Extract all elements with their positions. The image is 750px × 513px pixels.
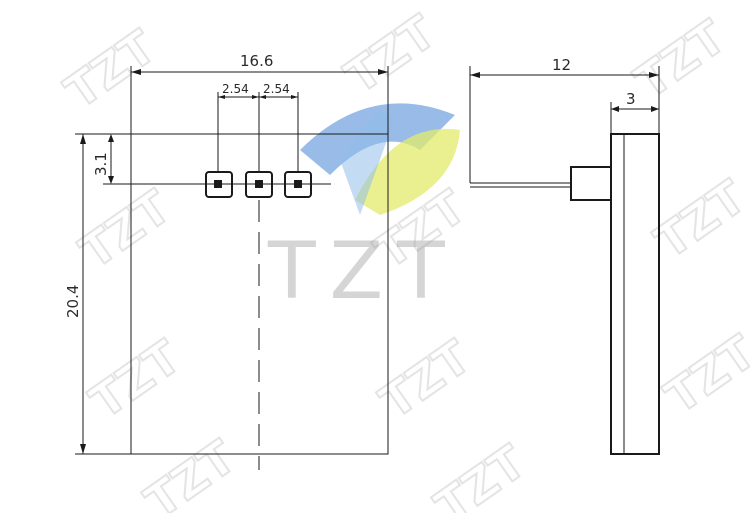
arrow-head [378, 69, 388, 75]
pin-3 [294, 180, 302, 188]
watermark-text: TZT [80, 329, 190, 429]
watermark-text: TZT [625, 9, 735, 109]
arrow-head [611, 106, 619, 112]
pin-pitch-label-1: 2.54 [222, 82, 249, 96]
logo-light-blue-swoosh [340, 110, 395, 215]
width-dimension-label: 16.6 [240, 52, 273, 70]
front-view: 16.6 2.54 2.54 3.1 [64, 52, 389, 470]
length-dimension-label: 12 [552, 56, 571, 74]
pin-pad-1 [205, 171, 233, 198]
arrow-head [291, 95, 298, 99]
pin-pad-2 [245, 171, 273, 198]
logo-text: TZT [267, 227, 459, 317]
arrow-head [80, 134, 86, 144]
logo-yellow-swoosh [355, 128, 460, 215]
side-pin-housing [570, 166, 612, 201]
pin-pitch-label-2: 2.54 [263, 82, 290, 96]
watermark-text: TZT [370, 329, 480, 429]
pin-header [205, 171, 312, 198]
side-body-outline [610, 133, 660, 455]
brand-logo: TZT [267, 103, 460, 317]
arrow-head [218, 95, 225, 99]
arrow-head [259, 95, 266, 99]
watermark-text: TZT [135, 429, 245, 513]
watermark-text: TZT [335, 4, 445, 104]
arrow-head [649, 72, 659, 78]
arrow-head [108, 134, 114, 142]
watermark-text: TZT [70, 179, 180, 279]
watermark-text: TZT [55, 19, 165, 119]
arrow-head [131, 69, 141, 75]
pin-pad-3 [284, 171, 312, 198]
arrow-head [252, 95, 259, 99]
pin-offset-label: 3.1 [92, 152, 110, 176]
watermark-text: TZT [655, 324, 750, 424]
arrow-head [80, 444, 86, 454]
arrow-head [108, 176, 114, 184]
thickness-dimension-label: 3 [626, 90, 636, 108]
pin-1 [214, 180, 222, 188]
height-dimension-label: 20.4 [64, 285, 82, 318]
arrow-head [651, 106, 659, 112]
watermark-text: TZT [425, 434, 535, 513]
side-view: 12 3 [469, 56, 660, 455]
watermark-text: TZT [645, 169, 750, 269]
arrow-head [470, 72, 480, 78]
pin-2 [255, 180, 263, 188]
logo-blue-swoosh [300, 103, 455, 175]
